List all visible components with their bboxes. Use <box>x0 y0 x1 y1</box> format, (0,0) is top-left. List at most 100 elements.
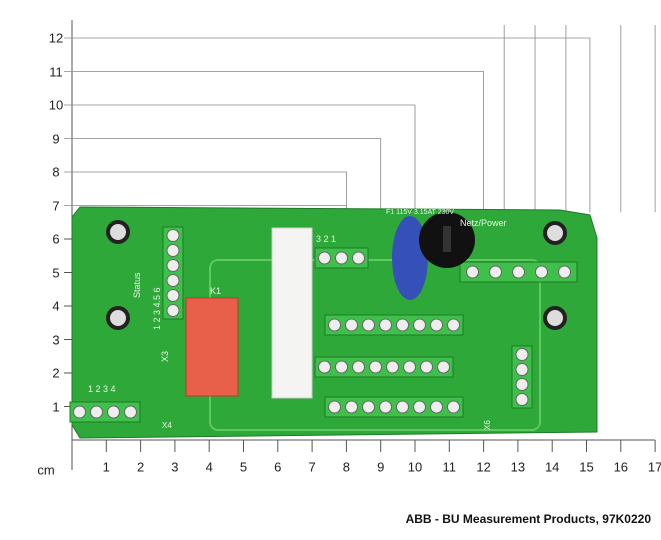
terminal-screw <box>73 405 86 419</box>
x-tick-label: 3 <box>171 459 179 475</box>
terminal-screw <box>437 360 450 374</box>
y-tick-label: 6 <box>52 231 60 247</box>
x-tick-label: 17 <box>647 459 661 475</box>
terminal-screw <box>515 363 529 376</box>
y-tick-label: 12 <box>48 30 64 46</box>
y-tick-label: 11 <box>49 64 63 79</box>
terminal-screw <box>166 229 180 242</box>
terminal-block-row-1 <box>324 314 464 336</box>
x-tick-label: 14 <box>544 459 560 475</box>
terminal-screw <box>166 244 180 257</box>
terminal-screw <box>318 360 331 374</box>
terminal-screw <box>379 318 392 332</box>
terminal-block-row-2 <box>314 356 454 378</box>
fuse-slot <box>443 226 451 252</box>
terminal-screw <box>166 304 180 317</box>
relay-k1 <box>185 297 239 397</box>
terminal-screw <box>352 360 365 374</box>
terminal-screw <box>512 265 525 279</box>
terminal-screw <box>362 318 375 332</box>
terminal-screw <box>328 400 341 414</box>
mounting-screw <box>547 310 563 326</box>
relay-label: K1 <box>210 286 221 296</box>
terminal-screw <box>379 400 392 414</box>
terminal-block-x6 <box>511 345 533 409</box>
terminal-screw <box>90 405 103 419</box>
x-tick-label: 9 <box>377 459 385 475</box>
fuse-label: F1 115V 3.15AT 230V <box>386 209 454 216</box>
power-label: Netz/Power <box>460 218 507 228</box>
x-tick-label: 13 <box>510 459 526 475</box>
terminal-screw <box>413 318 426 332</box>
y-tick-label: 3 <box>52 332 60 347</box>
terminal-screw <box>447 318 460 332</box>
terminal-screw <box>413 400 426 414</box>
terminal-screw <box>447 400 460 414</box>
terminal-screw <box>396 318 409 332</box>
terminal-screw <box>166 274 180 287</box>
terminal-block-row-3 <box>324 396 464 418</box>
terminal-screw <box>403 360 416 374</box>
terminal-screw <box>489 265 502 279</box>
x-tick-label: 15 <box>579 459 594 475</box>
terminal-screw <box>430 318 443 332</box>
x3-pin-labels: 1 2 3 4.5 6 <box>152 287 162 330</box>
terminal-screw <box>515 378 529 391</box>
y-tick-label: 1 <box>52 399 60 414</box>
mounting-screw <box>110 310 126 326</box>
y-tick-label: 9 <box>52 131 60 146</box>
x2-pin-labels: 3 2 1 <box>316 234 336 244</box>
x4-label: X4 <box>162 421 172 430</box>
x-tick-label: 10 <box>407 459 423 475</box>
grid-leader-line <box>64 171 347 213</box>
terminal-screw <box>362 400 375 414</box>
terminal-block-x4 <box>69 401 141 423</box>
capacitor-block <box>271 227 313 399</box>
caption: ABB - BU Measurement Products, 97K0220 <box>405 512 651 526</box>
mounting-screw <box>547 225 563 241</box>
y-tick-label: 2 <box>52 365 60 381</box>
x-tick-label: 1 <box>102 459 110 475</box>
y-tick-label: 7 <box>52 198 60 213</box>
terminal-screw <box>345 400 358 414</box>
terminal-screw <box>328 318 341 332</box>
x-tick-label: 2 <box>136 459 145 475</box>
terminal-screw <box>535 265 548 279</box>
terminal-screw <box>515 393 529 406</box>
grid-leader-line <box>64 104 416 213</box>
x-tick-label: 6 <box>274 459 282 475</box>
x-tick-label: 11 <box>442 459 457 475</box>
terminal-screw <box>515 348 529 361</box>
y-tick-label: 10 <box>48 97 64 113</box>
terminal-screw <box>318 251 331 265</box>
x3-label: X3 <box>160 351 170 362</box>
terminal-screw <box>166 289 180 302</box>
varistor <box>392 216 428 300</box>
terminal-screw <box>558 265 571 279</box>
terminal-screw <box>466 265 479 279</box>
x6-label: X6 <box>483 420 492 430</box>
x4-pin-labels: 1 2 3 4 <box>88 384 116 394</box>
terminal-screw <box>369 360 382 374</box>
x-tick-label: 7 <box>308 459 316 475</box>
grid-leader-line <box>64 71 485 213</box>
x-tick-label: 4 <box>205 459 213 475</box>
status-label: Status <box>132 272 142 298</box>
terminal-screw <box>386 360 399 374</box>
x-tick-label: 12 <box>476 459 491 475</box>
terminal-screw <box>352 251 365 265</box>
x-tick-label: 8 <box>342 459 351 475</box>
mounting-screw <box>110 224 126 240</box>
terminal-screw <box>420 360 433 374</box>
y-tick-label: 8 <box>52 164 60 180</box>
terminal-screw <box>166 259 180 272</box>
terminal-screw <box>430 400 443 414</box>
terminal-screw <box>335 251 348 265</box>
terminal-screw <box>396 400 409 414</box>
terminal-screw <box>124 405 137 419</box>
x-tick-label: 16 <box>613 459 629 475</box>
unit-label: cm <box>37 462 55 478</box>
grid-leader-line <box>64 37 591 213</box>
